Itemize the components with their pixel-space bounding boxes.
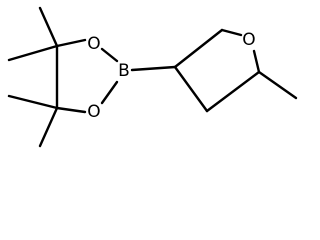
chemical-structure-diagram: O O B O [7,6,298,148]
bond-methyl-1 [38,6,59,48]
oxygen-atom-label: O [87,102,100,122]
boron-atom-label: B [118,61,130,81]
oxygen-atom-label: O [242,30,255,50]
bond-o-c5 [252,49,261,74]
bond-oxolane-methyl [257,70,298,100]
atom-labels: O O B O [87,30,255,122]
bond-c4-c3 [173,65,209,113]
oxygen-atom-label: O [87,34,100,54]
bond-methyl-2 [7,44,59,62]
bond-b-c3 [130,65,177,72]
bond-c5-c4 [205,70,261,113]
bond-o-top-b [100,47,119,63]
bond-o-bottom-c4 [55,106,87,114]
bond-methyl-3 [7,94,59,110]
bonds [7,6,298,148]
bond-c2-o [220,28,243,37]
bond-c3-c2 [173,28,224,69]
bond-b-o-bottom [100,80,119,105]
bond-methyl-4 [38,106,59,148]
bond-c5-o-top [55,38,87,48]
